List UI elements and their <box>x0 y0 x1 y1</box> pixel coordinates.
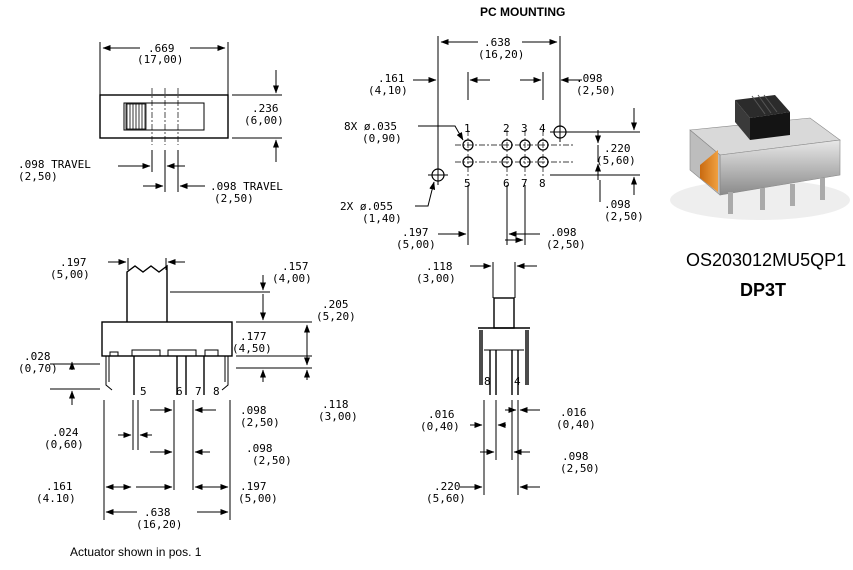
pin-hole-8 <box>537 156 549 168</box>
front-view <box>50 258 312 520</box>
pin-hole-2 <box>501 139 513 151</box>
pin-hole-4 <box>537 139 549 151</box>
part-number: OS203012MU5QP1 <box>686 250 847 270</box>
pin-hole-1 <box>462 139 474 151</box>
actuator-knob <box>125 103 147 130</box>
pin-hole-3 <box>519 139 531 151</box>
pin-hole-5 <box>462 156 474 168</box>
switch-type: DP3T <box>740 280 787 300</box>
actuator-slot <box>123 102 205 131</box>
product-photo <box>670 94 850 220</box>
actuator-profile <box>126 264 168 322</box>
top-view <box>99 42 282 192</box>
footer-note: Actuator shown in pos. 1 <box>70 545 202 559</box>
pc-mounting-footprint <box>413 36 640 245</box>
body-profile <box>101 321 233 357</box>
pin-hole-7 <box>519 156 531 168</box>
pin-hole-6 <box>501 156 513 168</box>
side-view <box>460 262 540 495</box>
switch-body-outline <box>99 94 229 139</box>
side-actuator <box>493 297 515 329</box>
pc-mounting-title: PC MOUNTING <box>480 5 566 19</box>
